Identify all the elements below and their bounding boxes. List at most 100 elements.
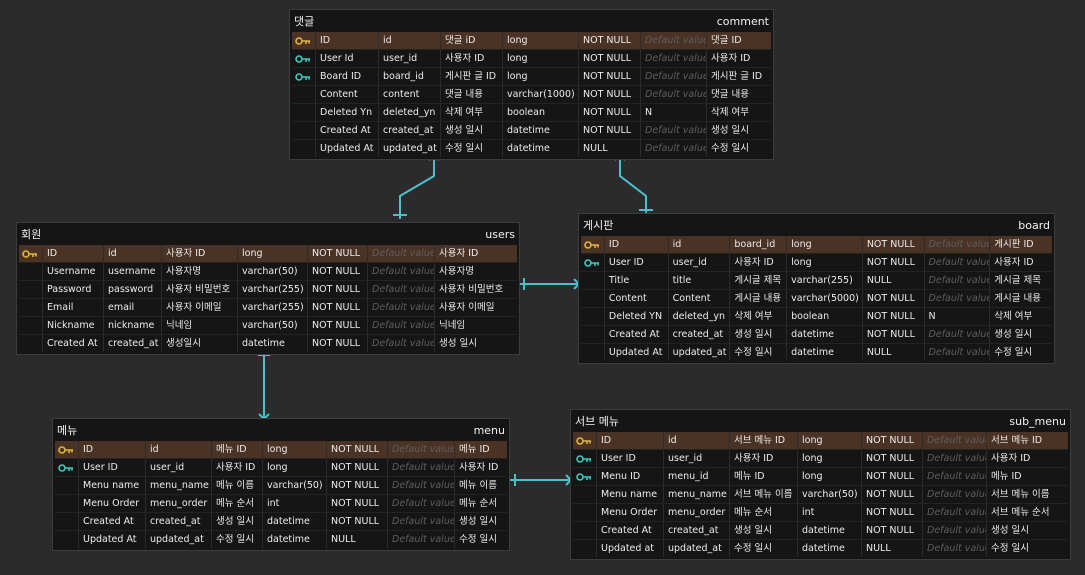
cell-default: Default value — [388, 495, 455, 512]
table-header[interactable]: 서브 메뉴 sub_menu — [571, 410, 1070, 432]
cell-desc: 수정 일시 — [459, 534, 497, 545]
cell-nullable: NOT NULL — [579, 32, 641, 49]
cell-comment: 생성 일시 — [212, 513, 263, 530]
cell-physical: nickname — [104, 317, 162, 334]
cell-type: varchar(5000) — [787, 290, 863, 307]
cell-physical: content — [379, 86, 441, 103]
cell-nullable: NOT NULL — [862, 486, 923, 503]
key-cell — [55, 495, 79, 512]
cell-physical: menu_id — [664, 468, 730, 485]
cell-physical: created_at — [104, 335, 162, 352]
cell-comment: 사용자 ID — [441, 50, 503, 67]
table-logical-name: 서브 메뉴 — [575, 415, 619, 428]
cell-default: Default value — [388, 531, 455, 548]
key-cell — [292, 86, 316, 103]
cell-nullable: NOT NULL — [863, 326, 925, 343]
cell-logical: Menu Order — [597, 504, 664, 521]
cell-comment: 메뉴 ID — [730, 468, 798, 485]
cell-nullable: NOT NULL — [863, 290, 925, 307]
cell-logical: Updated at — [597, 540, 664, 557]
cell-default: Default value — [925, 290, 991, 307]
cell-physical: deleted_yn — [379, 104, 441, 121]
table-physical-name: sub_menu — [1009, 414, 1066, 428]
cell-logical: Menu Order — [79, 495, 146, 512]
cell-comment: 사용자 비밀번호 — [162, 281, 238, 298]
cell-default: Default value — [368, 317, 435, 334]
cell-type: long — [263, 459, 327, 476]
key-cell — [55, 531, 79, 548]
cell-logical: Menu name — [597, 486, 664, 503]
cell-type: datetime — [263, 531, 327, 548]
cell-physical: deleted_yn — [669, 308, 731, 325]
cell-nullable: NOT NULL — [308, 335, 368, 352]
cell-comment: 메뉴 순서 — [730, 504, 798, 521]
cell-comment: 생성 일시 — [730, 522, 798, 539]
cell-nullable: NOT NULL — [327, 477, 388, 494]
cell-type: varchar(255) — [787, 272, 863, 289]
cell-logical: ID — [597, 432, 664, 449]
cell-comment: 생성 일시 — [730, 326, 788, 343]
cell-logical: Created At — [43, 335, 104, 352]
relation-comment-users — [399, 157, 435, 219]
cell-desc: 댓글 내용 — [711, 89, 749, 100]
cell-default: Default value — [641, 50, 707, 67]
cell-desc: 사용자 ID — [439, 248, 479, 259]
cell-nullable: NOT NULL — [327, 441, 388, 458]
key-cell — [581, 344, 605, 361]
cell-physical: Content — [669, 290, 731, 307]
cell-logical: Created At — [79, 513, 146, 530]
key-cell — [573, 486, 597, 503]
cell-desc: 생성 일시 — [994, 329, 1033, 340]
cell-desc: 게시판 글 ID — [711, 71, 763, 82]
key-cell — [581, 236, 605, 253]
cell-nullable: NOT NULL — [862, 468, 923, 485]
cell-physical: id — [669, 236, 731, 253]
cell-physical: password — [104, 281, 162, 298]
cell-comment: 생성 일시 — [441, 122, 503, 139]
cell-desc: 메뉴 ID — [459, 444, 490, 455]
primary-key-icon — [584, 240, 599, 249]
